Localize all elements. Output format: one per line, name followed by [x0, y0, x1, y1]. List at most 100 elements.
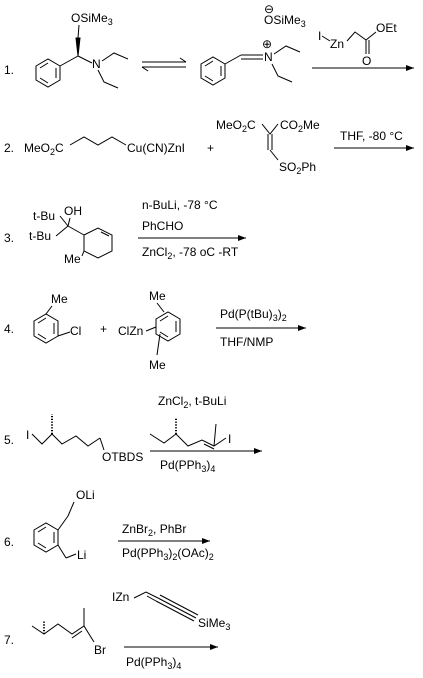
ethyl-group	[97, 69, 119, 89]
reaction-number: 3.	[4, 231, 14, 245]
reaction-number: 1.	[4, 63, 14, 77]
tbu-label: t-Bu	[29, 229, 51, 243]
double-bond	[203, 443, 215, 450]
ethoxy-group: OEt	[376, 21, 397, 35]
hydroxyl-label: OH	[64, 204, 82, 218]
solvent-label: THF/NMP	[220, 335, 273, 349]
double-bond	[71, 630, 83, 639]
bond	[77, 24, 80, 39]
bond	[81, 250, 85, 257]
bond	[65, 553, 77, 559]
izn-label: IZn	[112, 590, 129, 604]
cuprate-label: Cu(CN)ZnI	[127, 141, 185, 155]
reaction-number: 4.	[4, 322, 14, 336]
benzene-ring	[33, 522, 59, 553]
equilibrium-arrow	[141, 57, 187, 72]
reaction-6: 6. OLi Li ZnBr2, PhBr Pd(PPh3)2(OAc)2	[4, 488, 214, 562]
bromine-atom: Br	[94, 643, 106, 657]
bond	[67, 501, 75, 517]
charge-minus: ⊖	[264, 2, 274, 16]
clzn-label: ClZn	[118, 324, 143, 338]
methyl-label: Me	[149, 289, 166, 303]
reaction-1: 1. OSiMe3 N	[4, 2, 414, 89]
iodine-atom: I	[318, 29, 321, 43]
ester-label: MeO2C	[24, 141, 64, 157]
otbds-label: OTBDS	[102, 450, 143, 464]
conditions-label: PhCHO	[142, 219, 183, 233]
benzene-ring	[155, 311, 181, 342]
bond	[59, 55, 79, 67]
triple-bond	[157, 597, 197, 619]
reaction-7: 7. Br IZn SiMe3 Pd(PPh3)4	[4, 590, 230, 671]
iodine-atom: I	[26, 428, 29, 442]
cyclohexene-ring	[83, 227, 113, 259]
double-bond	[146, 595, 157, 602]
bond	[346, 31, 377, 42]
sulfonyl-label: SO2Ph	[279, 160, 316, 176]
conditions-label: ZnBr2, PhBr	[122, 522, 186, 538]
reaction-number: 7.	[4, 633, 14, 647]
ester-label: CO2Me	[280, 118, 320, 134]
catalyst-label: Pd(PPh3)2(OAc)2	[122, 546, 214, 562]
lithium-alkoxide-label: OLi	[76, 488, 95, 502]
bond	[57, 544, 67, 559]
reaction-number: 5.	[4, 433, 14, 447]
methyl-label: Me	[149, 358, 166, 372]
catalyst-label: Pd(PPh3)4	[160, 458, 215, 474]
conditions-label: ZnCl2, t-BuLi	[158, 394, 226, 410]
osime3-label: OSiMe3	[71, 11, 113, 27]
ethyl-group	[273, 45, 301, 55]
nitrogen-atom: N	[92, 57, 101, 71]
benzene-ring	[35, 58, 61, 88]
reaction-5: 5. I OTBDS ZnCl2, t-BuLi I Pd(PPh3)4	[4, 394, 262, 474]
benzene-ring	[33, 313, 59, 344]
bond	[145, 326, 157, 332]
tbu-label: t-Bu	[33, 209, 55, 223]
catalyst-label: Pd(P(tBu)3)2	[220, 307, 287, 323]
carbonyl-oxygen: O	[362, 54, 371, 68]
ester-label: MeO2C	[216, 118, 256, 134]
osime3-label: OSiMe3	[264, 13, 306, 29]
bond	[67, 225, 85, 236]
catalyst-label: Pd(PPh3)4	[126, 655, 181, 671]
plus-sign: +	[207, 141, 214, 155]
methyl-label: Me	[64, 252, 81, 266]
bond	[321, 35, 331, 42]
lithium-atom: Li	[77, 548, 86, 562]
bond	[213, 423, 217, 447]
reaction-number: 2.	[4, 141, 14, 155]
nitrogen-atom: N	[264, 50, 273, 64]
conditions-label: THF, -80 °C	[340, 129, 403, 143]
bond	[59, 215, 69, 227]
benzene-ring	[200, 56, 226, 86]
alkyl-chain	[31, 433, 101, 447]
ethyl-group	[271, 63, 293, 83]
stereo-wedge	[75, 37, 81, 57]
bond	[224, 54, 242, 65]
reaction-number: 6.	[4, 535, 14, 549]
conditions-label: n-BuLi, -78 °C	[142, 198, 218, 212]
charge-plus: ⊕	[262, 37, 272, 51]
bond	[156, 333, 161, 356]
plus-sign: +	[100, 322, 107, 336]
sime3-label: SiMe3	[198, 616, 230, 632]
reaction-3: 3. t-Bu t-Bu OH Me n-BuLi, -78 °C PhCHO …	[4, 198, 246, 266]
bond	[77, 55, 93, 64]
ethyl-group	[101, 52, 129, 62]
triple-bond	[155, 600, 195, 622]
bond	[156, 302, 165, 313]
bond	[67, 217, 71, 227]
alkyl-chain	[69, 136, 127, 146]
bond	[57, 515, 69, 531]
triple-bond	[159, 594, 199, 616]
bond	[269, 149, 279, 161]
methyl-label: Me	[51, 292, 68, 306]
bond	[55, 225, 69, 237]
chlorine-atom: Cl	[70, 324, 81, 338]
reaction-4: 4. Me Cl + Me ClZn Me Pd(P(tBu)3)2 THF/N…	[4, 289, 306, 372]
enyne-chain	[133, 591, 159, 599]
conditions-label: ZnCl2, -78 oC -RT	[142, 245, 239, 261]
bond	[99, 437, 105, 451]
zinc-atom: Zn	[330, 37, 344, 51]
